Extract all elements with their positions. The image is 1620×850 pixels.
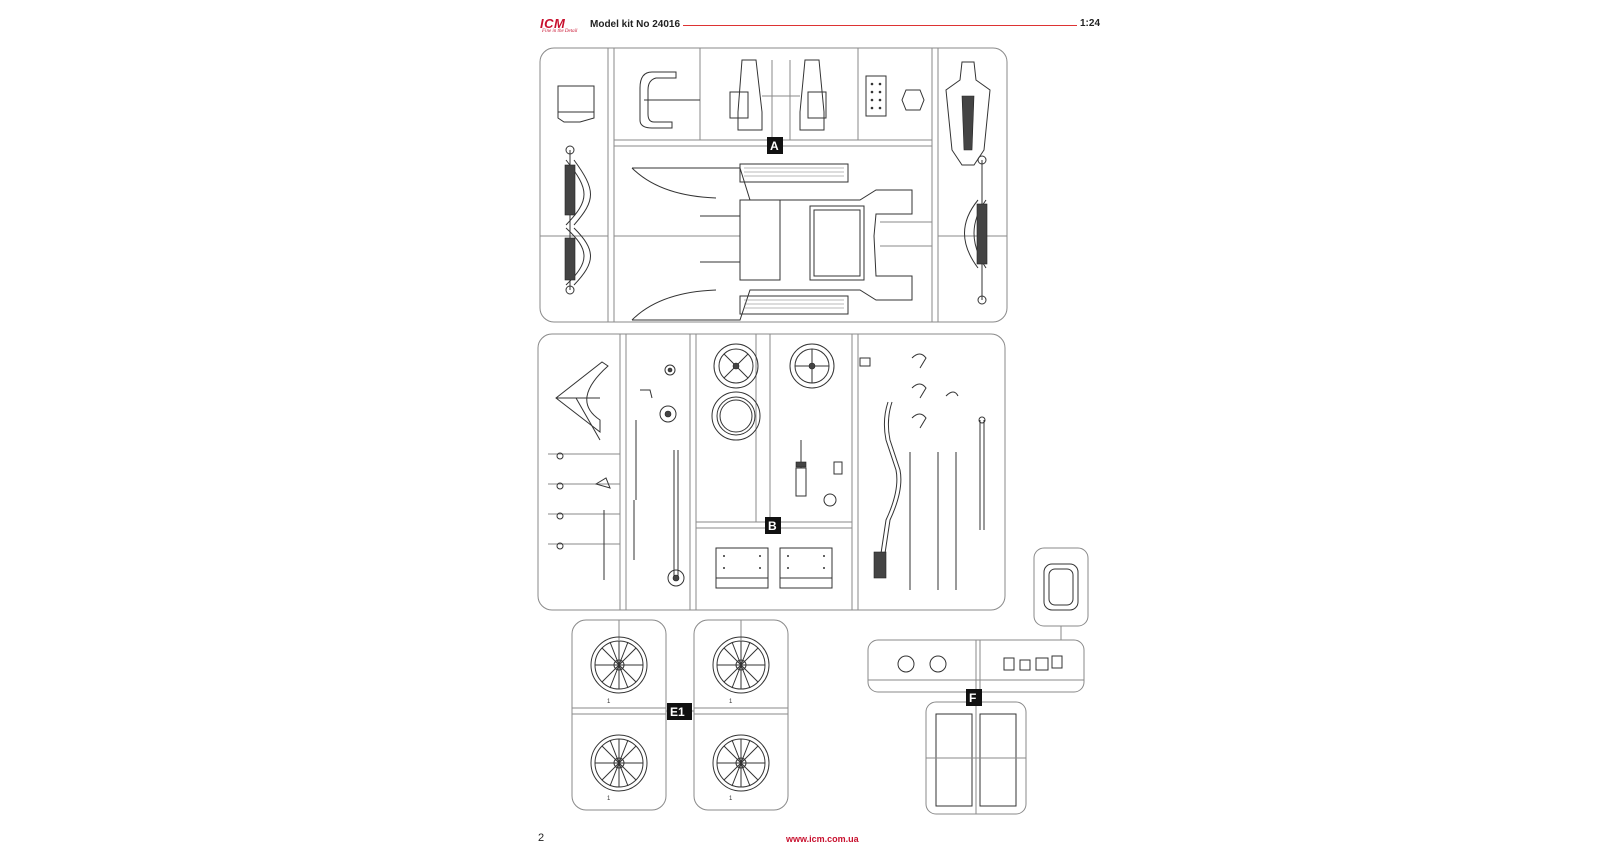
wheel-4-number: 1 — [729, 796, 733, 802]
wheel-4 — [712, 734, 770, 792]
wheel-2-number: 1 — [607, 796, 611, 802]
kit-scale: 1:24 — [1080, 18, 1101, 29]
wheel-3-number: 1 — [729, 699, 733, 705]
wheel-1 — [590, 636, 648, 694]
page-number: 2 — [538, 832, 545, 844]
icm-logo: ICM Fine in the Detail — [540, 14, 580, 36]
header-rule — [683, 25, 1077, 26]
logo-tagline: Fine in the Detail — [542, 29, 578, 34]
sprue-f-label: F — [969, 691, 976, 705]
wheel-3 — [712, 636, 770, 694]
sprue-e1-label: E1 — [670, 705, 685, 719]
kit-title: Model kit No 24016 — [590, 19, 681, 30]
sprue-a: A — [539, 47, 1008, 323]
sprue-b: B — [537, 333, 1006, 611]
wheel-1-number: 1 — [607, 699, 611, 705]
sprue-b-label: B — [768, 519, 777, 533]
sprue-a-label: A — [770, 139, 779, 153]
website-link[interactable]: www.icm.com.ua — [786, 834, 859, 844]
sprue-f: F — [867, 547, 1089, 815]
sprue-e1: 1 1 1 1 E1 — [571, 619, 789, 811]
page-header: ICM Fine in the Detail Model kit No 2401… — [540, 14, 1100, 38]
logo-brand: ICM — [540, 16, 566, 31]
wheel-2 — [590, 734, 648, 792]
